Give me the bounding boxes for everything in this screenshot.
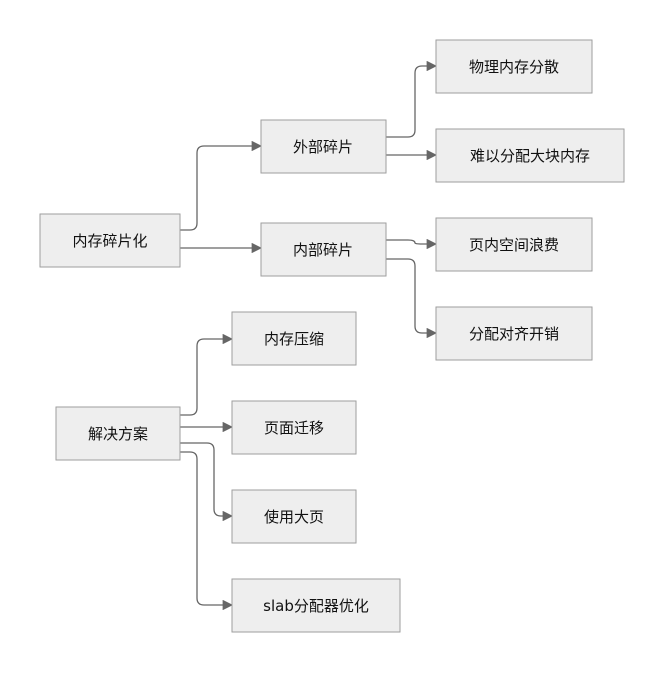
node-label-memory-fragmentation: 内存碎片化 xyxy=(72,232,147,250)
node-external-fragmentation[interactable]: 外部碎片 xyxy=(260,119,387,174)
edge-solutions-to-huge-pages xyxy=(180,442,234,522)
node-slab-allocator-optimization[interactable]: slab分配器优化 xyxy=(231,578,401,633)
node-internal-fragmentation[interactable]: 内部碎片 xyxy=(260,222,387,277)
node-memory-compaction[interactable]: 内存压缩 xyxy=(231,311,357,366)
node-allocation-alignment-overhead[interactable]: 分配对齐开销 xyxy=(435,306,593,361)
node-in-page-waste[interactable]: 页内空间浪费 xyxy=(435,217,593,272)
node-label-use-huge-pages: 使用大页 xyxy=(264,508,324,526)
node-solutions[interactable]: 解决方案 xyxy=(55,406,181,461)
node-label-allocation-alignment-overhead: 分配对齐开销 xyxy=(469,325,559,343)
node-use-huge-pages[interactable]: 使用大页 xyxy=(231,489,357,544)
node-label-in-page-waste: 页内空间浪费 xyxy=(469,236,559,254)
edge-internal-to-in-page-waste xyxy=(386,238,438,250)
node-label-hard-to-allocate-large-block: 难以分配大块内存 xyxy=(470,147,590,165)
node-label-external-fragmentation: 外部碎片 xyxy=(293,138,353,156)
edge-solutions-to-compaction xyxy=(180,333,234,416)
node-page-migration[interactable]: 页面迁移 xyxy=(231,400,357,455)
edges xyxy=(180,60,438,611)
edge-fragmentation-to-external xyxy=(180,140,263,231)
node-hard-to-allocate-large-block[interactable]: 难以分配大块内存 xyxy=(435,128,625,183)
edge-internal-to-alignment xyxy=(386,258,438,339)
node-physical-memory-scattered[interactable]: 物理内存分散 xyxy=(435,39,593,94)
node-label-page-migration: 页面迁移 xyxy=(264,419,324,437)
edge-solutions-to-slab xyxy=(180,451,234,611)
node-label-internal-fragmentation: 内部碎片 xyxy=(293,241,353,259)
node-label-memory-compaction: 内存压缩 xyxy=(264,330,324,348)
node-label-physical-memory-scattered: 物理内存分散 xyxy=(469,58,559,76)
node-memory-fragmentation[interactable]: 内存碎片化 xyxy=(39,213,181,268)
edge-external-to-scattered xyxy=(386,60,438,138)
node-label-solutions: 解决方案 xyxy=(88,425,148,443)
node-label-slab-allocator-optimization: slab分配器优化 xyxy=(263,597,369,615)
